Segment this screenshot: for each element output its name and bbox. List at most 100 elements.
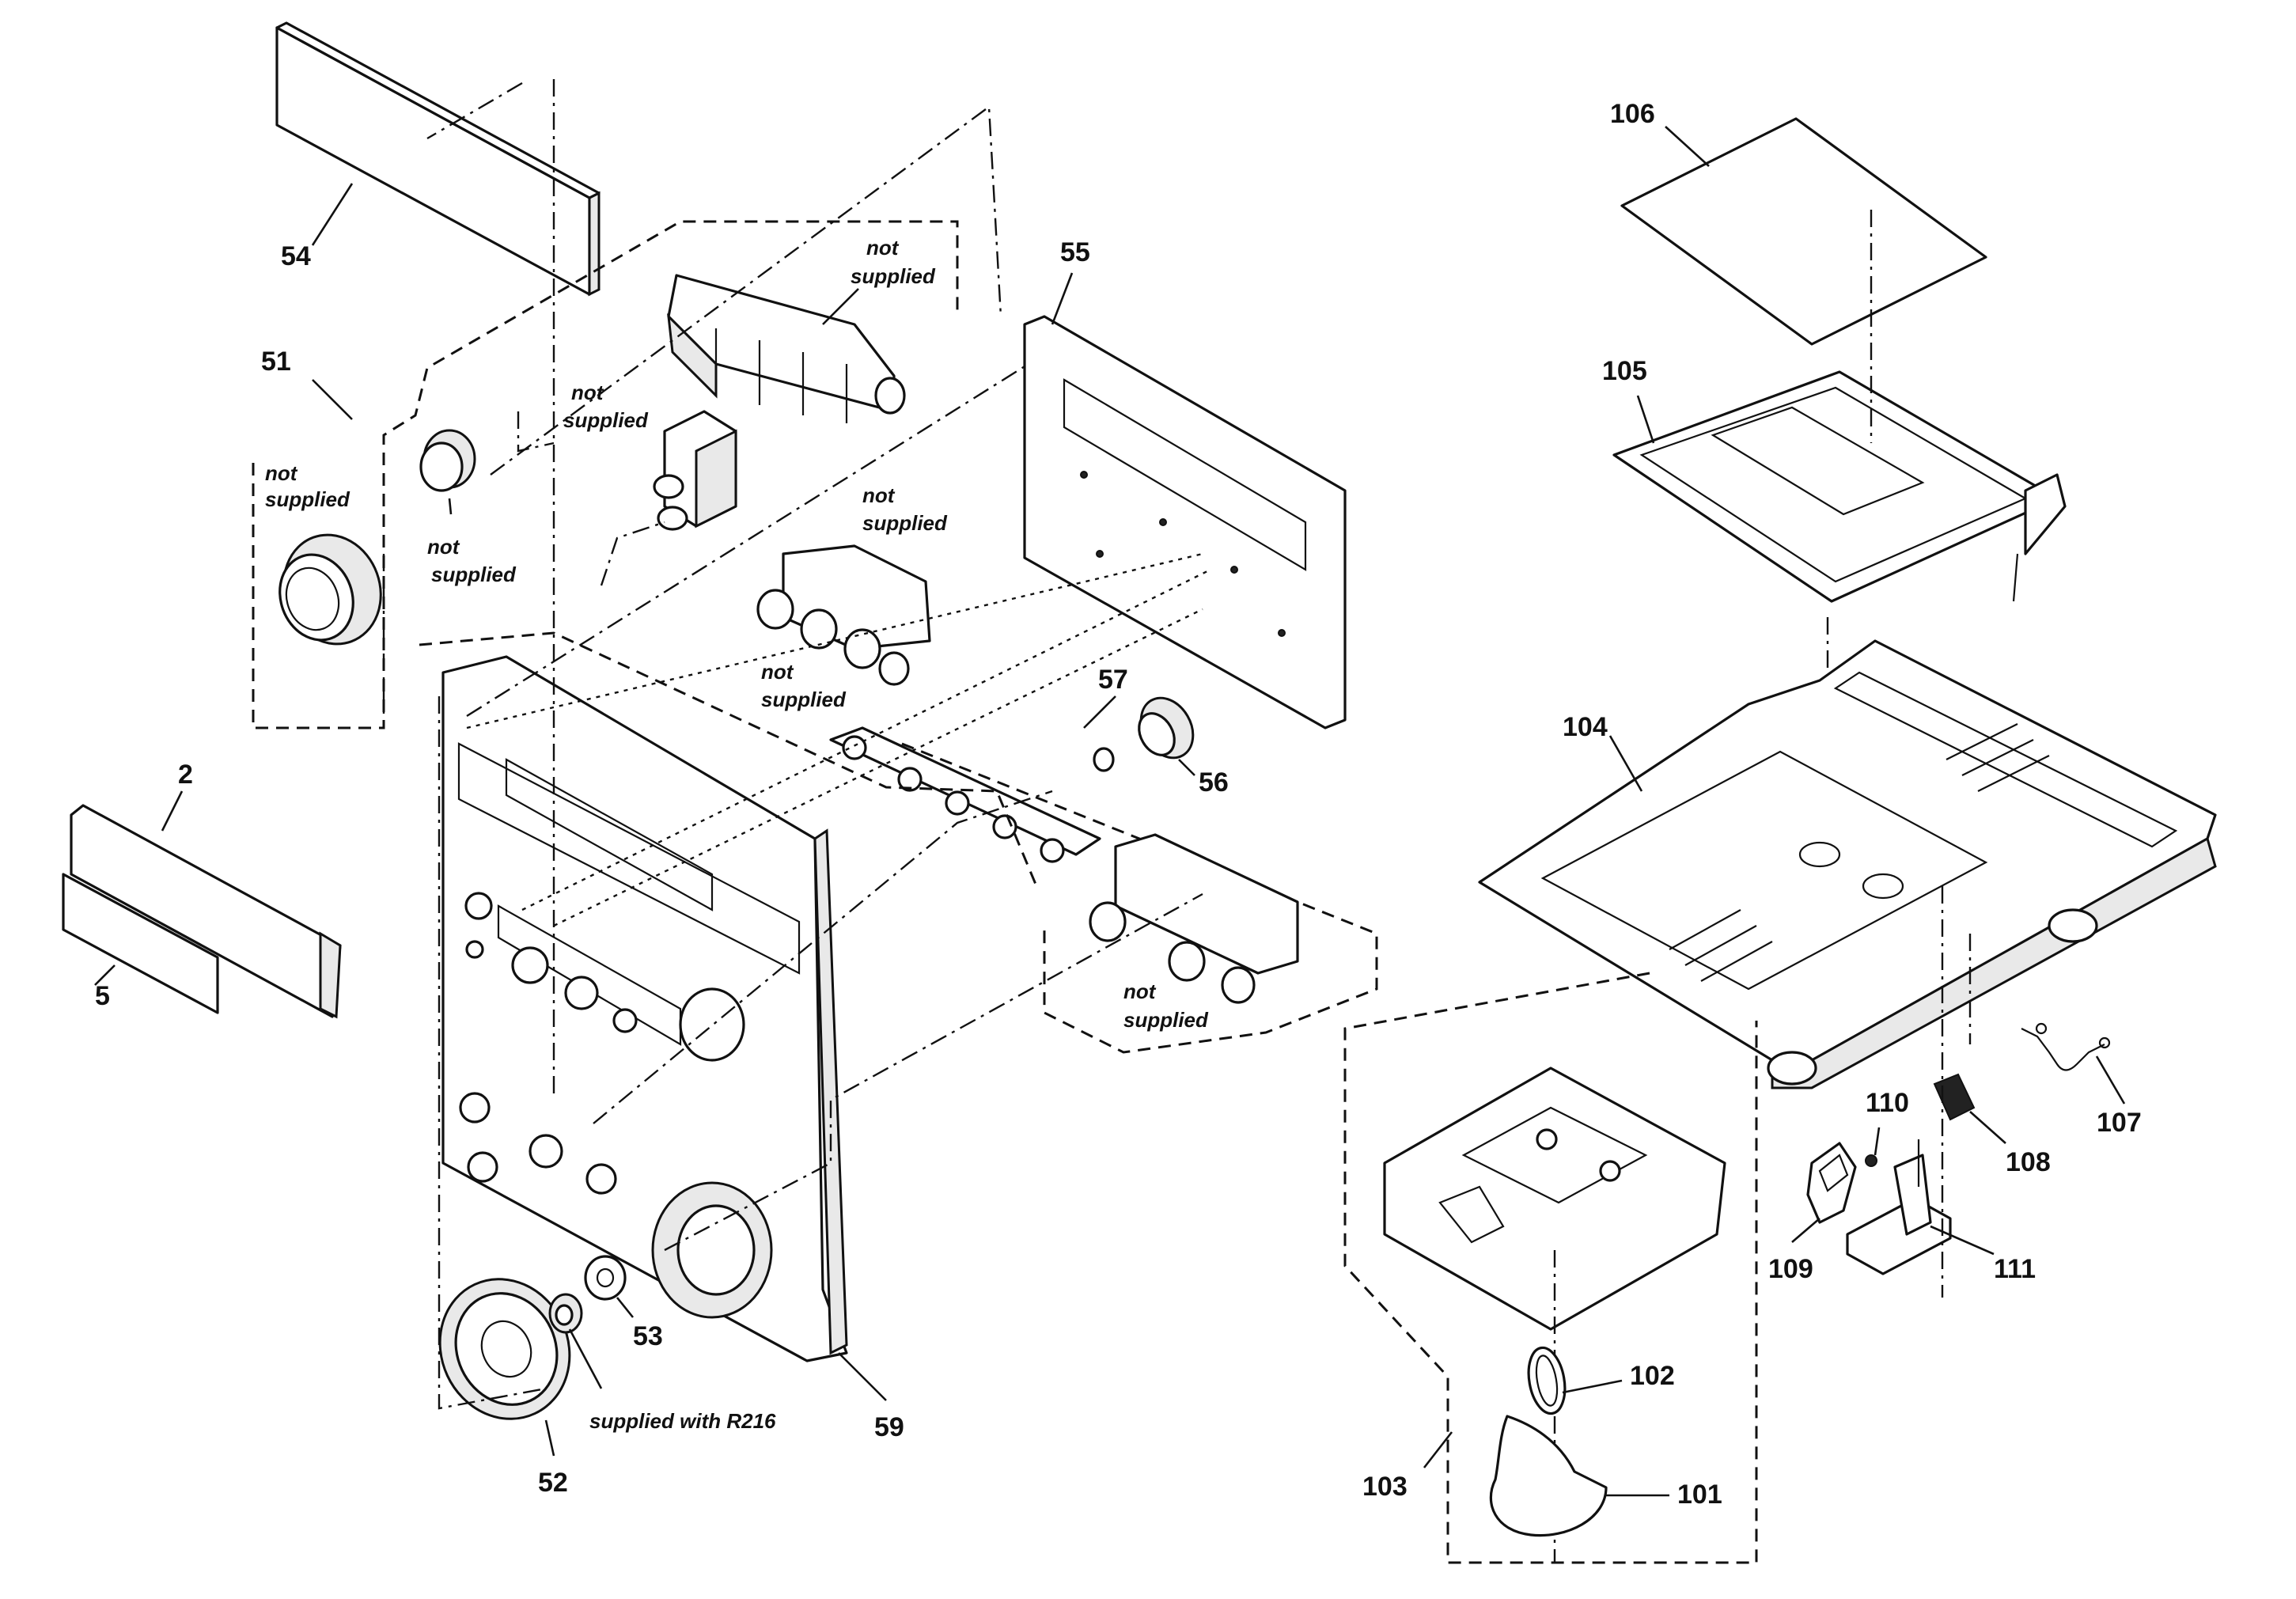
part-56-knob [1138,696,1195,760]
callout-103: 103 [1362,1472,1408,1502]
leader-small-knob [448,498,453,515]
leader-2 [161,790,184,832]
assembly-line-4 [517,411,555,453]
dotted-line-3 [553,608,1203,927]
callout-59: 59 [874,1412,904,1442]
callout-110: 110 [1866,1088,1909,1118]
callout-109: 109 [1768,1254,1813,1284]
note-not-supplied-bracket-1: not [571,381,604,404]
group-51-outline [252,220,959,729]
part-52-knob [438,1278,571,1420]
callout-107: 107 [2097,1108,2142,1138]
callout-51: 51 [261,347,291,377]
part-111-sensor-bracket [1846,1139,1952,1275]
leader-52 [544,1419,555,1457]
assembly-line-8 [593,790,1053,1124]
leader-57 [1083,695,1116,729]
leader-buttons [822,288,859,325]
part-105-tray-frame [1612,370,2067,603]
callout-2: 2 [178,760,193,790]
part-53-washer [584,1255,627,1301]
part-109-bracket [1806,1142,1857,1224]
group-103-outline [1343,972,1758,1564]
switch-strip [829,726,1101,863]
note-not-supplied-lower-2: supplied [1123,1008,1209,1032]
part-102-belt [1527,1346,1567,1415]
part-55-circuit-board [1023,315,1347,729]
part-107-spring [2021,1022,2111,1071]
part-103-mechanism [1383,1067,1726,1331]
leader-108 [1969,1111,2006,1144]
leader-110 [1874,1127,1881,1156]
callout-57: 57 [1098,665,1128,695]
callout-106: 106 [1610,99,1655,129]
part-110-screw [1865,1154,1877,1167]
leader-102 [1562,1379,1623,1394]
assembly-line-2 [438,696,547,1410]
part-2-trim [70,804,342,1019]
part-108-pad [1933,1073,1976,1121]
assembly-line-7 [466,362,1029,718]
note-not-supplied-buttons-1: not [866,236,900,260]
callout-56: 56 [1199,767,1229,798]
switch-bracket [653,410,737,531]
callout-111: 111 [1994,1254,2036,1284]
note-not-supplied-strip-2: supplied [761,688,847,711]
note-supplied-with-r216: supplied with R216 [589,1409,776,1433]
button-bar [667,274,906,423]
part-59-front-panel [441,655,848,1362]
note-not-supplied-knob-a2: supplied [265,487,350,511]
small-knob [419,429,476,492]
dotted-line-1 [466,552,1203,729]
note-not-supplied-knob-a1: not [265,461,298,485]
group-panel-outline [419,631,1038,887]
leader-53 [616,1297,635,1318]
part-57-washer [1093,747,1115,772]
note-not-supplied-lower-1: not [1123,979,1157,1003]
part-104-chassis [1478,639,2217,1089]
leader-55 [1051,272,1074,325]
assembly-line-6 [490,104,1002,476]
assembly-line-5 [600,521,665,586]
note-not-supplied-knob-b2: supplied [431,563,517,586]
note-not-supplied-bracket-2: supplied [563,408,649,432]
control-bracket-mid [756,544,931,686]
leader-56 [1178,759,1195,776]
leader-104 [1608,735,1643,792]
callout-104: 104 [1563,712,1608,742]
callout-108: 108 [2006,1147,2051,1177]
leader-103 [1423,1431,1453,1468]
note-not-supplied-strip-1: not [761,660,794,684]
leader-111 [1930,1225,1995,1256]
leader-59 [838,1352,887,1401]
dotted-line-2 [521,568,1211,911]
note-not-supplied-mid-1: not [862,483,896,507]
part-106-cover [1620,117,1987,346]
callout-105: 105 [1602,356,1647,386]
leader-ring [568,1328,603,1389]
callout-55: 55 [1060,237,1090,267]
note-not-supplied-mid-2: supplied [862,511,948,535]
part-5-trim [62,873,219,1014]
part-101-cam [1489,1415,1608,1537]
group-lower-right-outline [901,742,1378,1054]
ring-supplied-with-r216 [548,1293,583,1334]
callout-101: 101 [1677,1480,1722,1510]
leader-51 [312,379,353,420]
callout-54: 54 [281,241,311,271]
note-not-supplied-knob-b1: not [427,535,460,559]
note-not-supplied-buttons-2: supplied [851,264,936,288]
leader-105 [1636,395,1655,444]
leader-107 [2095,1055,2126,1105]
large-knob [278,533,382,646]
callout-52: 52 [538,1468,568,1498]
callout-102: 102 [1630,1361,1675,1391]
callout-53: 53 [633,1321,663,1351]
part-54-display-window [275,21,601,297]
callout-5: 5 [95,981,110,1011]
leader-109 [1791,1218,1821,1243]
leader-5 [94,964,116,986]
control-bracket-lower [1089,833,1299,1004]
leader-54 [311,183,354,246]
